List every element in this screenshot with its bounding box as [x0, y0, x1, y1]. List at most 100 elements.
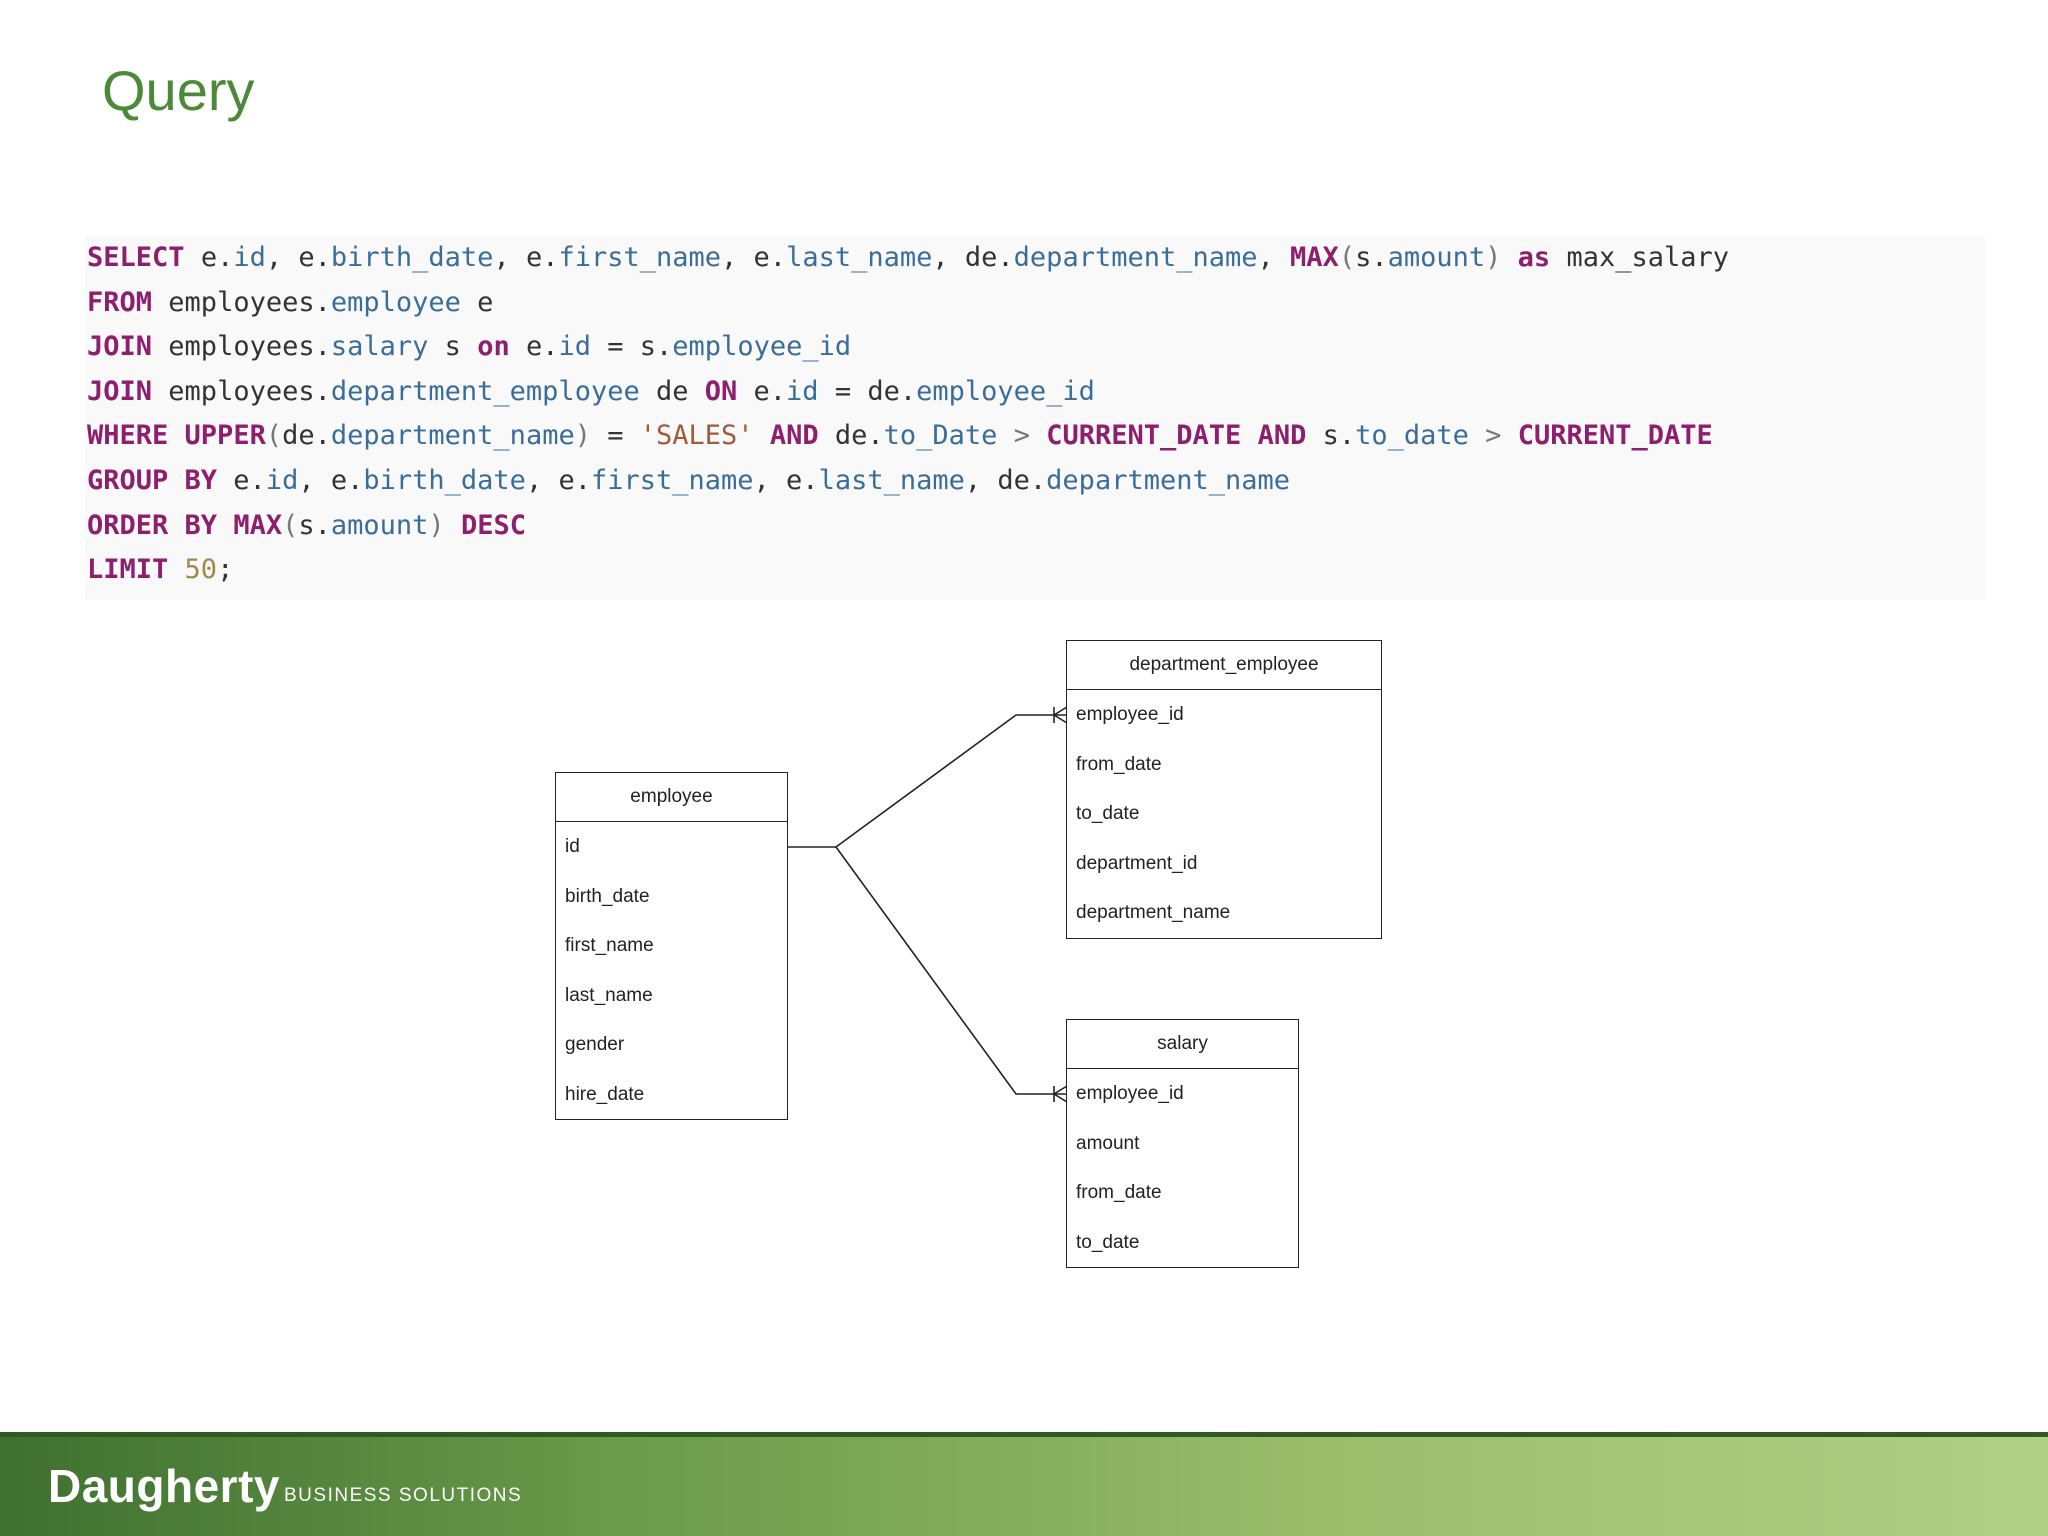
- sql-column: department_employee: [330, 375, 640, 407]
- erd-field: department_name: [1076, 902, 1231, 923]
- erd-field: gender: [565, 1034, 625, 1055]
- sql-token: ;: [217, 554, 234, 586]
- sql-string: 'SALES': [639, 420, 754, 452]
- sql-keyword: AND: [769, 420, 819, 452]
- sql-function: MAX: [1290, 242, 1339, 273]
- erd-field: hire_date: [565, 1083, 645, 1105]
- sql-column: last_name: [786, 242, 933, 273]
- sql-column: amount: [1387, 242, 1486, 273]
- sql-code-block: SELECT e.id, e.birth_date, e.first_name,…: [85, 236, 1985, 600]
- sql-keyword: GROUP BY: [87, 465, 218, 496]
- sql-keyword: FROM: [87, 286, 153, 318]
- sql-column: birth_date: [330, 242, 494, 273]
- sql-keyword: ON: [704, 375, 738, 407]
- sql-keyword: on: [477, 331, 510, 363]
- sql-keyword: ORDER BY: [87, 509, 218, 541]
- sql-line-select: SELECT e.id, e.birth_date, e.first_name,…: [87, 236, 1729, 280]
- sql-column: salary: [330, 331, 429, 363]
- erd-field: department_id: [1076, 852, 1198, 874]
- sql-column: to_date: [1355, 420, 1469, 452]
- sql-token: e.: [217, 465, 266, 496]
- sql-token: de.: [997, 465, 1047, 496]
- sql-token: max_salary: [1566, 242, 1730, 273]
- sql-token: ,: [525, 465, 559, 496]
- sql-line-join-salary: JOIN employees.salary s on e.id = s.empl…: [87, 325, 851, 369]
- erd-table-header: salary: [1067, 1020, 1298, 1069]
- sql-column: id: [558, 331, 591, 363]
- sql-function: CURRENT_DATE: [1517, 420, 1713, 452]
- brand-logo-text: Daugherty: [48, 1460, 280, 1512]
- sql-keyword: JOIN: [87, 375, 153, 407]
- erd-table-salary: salary employee_id amount from_date to_d…: [1066, 1019, 1299, 1268]
- erd-table-header: employee: [556, 773, 787, 822]
- sql-token: =: [590, 420, 640, 452]
- erd-field: to_date: [1076, 803, 1140, 824]
- sql-keyword: JOIN: [87, 331, 153, 363]
- sql-token: ): [428, 509, 445, 541]
- sql-column: employee_id: [672, 331, 852, 363]
- sql-column: department_name: [1046, 465, 1291, 496]
- erd-table-employee: employee id birth_date first_name last_n…: [555, 772, 788, 1120]
- sql-token: (: [1338, 242, 1356, 273]
- sql-token: e.: [737, 375, 787, 407]
- erd-table-header: department_employee: [1067, 641, 1381, 690]
- sql-keyword: DESC: [460, 509, 526, 541]
- sql-function: MAX: [233, 509, 283, 541]
- crows-foot-icon: [1053, 706, 1068, 724]
- sql-column: birth_date: [363, 465, 526, 496]
- relation-employee-department-employee: [786, 714, 1067, 848]
- sql-function: CURRENT_DATE: [1046, 420, 1242, 452]
- erd-field: birth_date: [565, 885, 650, 907]
- erd-field: to_date: [1076, 1231, 1140, 1253]
- sql-number: 50: [184, 554, 218, 586]
- sql-token: de.: [964, 242, 1014, 273]
- sql-line-from: FROM employees.employee e: [87, 281, 493, 325]
- sql-column: amount: [330, 509, 429, 541]
- sql-token: ,: [298, 465, 331, 496]
- sql-line-group-by: GROUP BY e.id, e.birth_date, e.first_nam…: [87, 459, 1290, 503]
- sql-token: =: [591, 331, 640, 363]
- sql-column: id: [265, 465, 299, 496]
- sql-column: first_name: [590, 465, 754, 496]
- sql-token: e.: [525, 242, 559, 273]
- sql-column: first_name: [558, 242, 722, 273]
- sql-token: e.: [298, 242, 331, 273]
- sql-token: de.: [867, 375, 917, 407]
- erd-field: employee_id: [1076, 704, 1184, 725]
- sql-token: e.: [330, 465, 364, 496]
- sql-token: employees.: [168, 375, 331, 407]
- brand-tagline: BUSINESS SOLUTIONS: [284, 1485, 523, 1506]
- sql-line-order-by: ORDER BY MAX(s.amount) DESC: [87, 504, 526, 548]
- sql-token: ): [1485, 242, 1502, 273]
- sql-column: employee_id: [916, 375, 1095, 407]
- sql-token: e.: [509, 331, 559, 363]
- sql-token: ): [574, 420, 591, 452]
- sql-token: de: [639, 375, 705, 407]
- sql-token: e.: [786, 465, 819, 496]
- sql-column: id: [233, 242, 266, 273]
- sql-token: ,: [753, 465, 787, 496]
- sql-column: employee: [330, 286, 461, 318]
- sql-token: s.: [1355, 242, 1388, 273]
- sql-token: (: [282, 509, 299, 541]
- sql-token: =: [818, 375, 868, 407]
- sql-line-join-department: JOIN employees.department_employee de ON…: [87, 370, 1095, 414]
- sql-token: >: [997, 420, 1047, 452]
- sql-column: department_name: [1013, 242, 1258, 273]
- sql-token: >: [1468, 420, 1518, 452]
- sql-token: ,: [1257, 242, 1291, 273]
- sql-token: ,: [964, 465, 998, 496]
- erd-field: employee_id: [1076, 1083, 1184, 1104]
- erd-field: id: [565, 836, 580, 857]
- sql-keyword: AND: [1257, 420, 1307, 452]
- sql-token: s.: [1306, 420, 1356, 452]
- footer-banner: Daugherty BUSINESS SOLUTIONS: [0, 1432, 2048, 1536]
- sql-token: de.: [282, 420, 331, 452]
- sql-keyword: LIMIT: [87, 554, 169, 586]
- sql-token: de.: [818, 420, 884, 452]
- sql-token: employees.: [168, 331, 331, 363]
- sql-column: department_name: [330, 420, 575, 452]
- sql-column: last_name: [818, 465, 965, 496]
- sql-token: ,: [721, 242, 754, 273]
- erd-field: first_name: [565, 935, 654, 956]
